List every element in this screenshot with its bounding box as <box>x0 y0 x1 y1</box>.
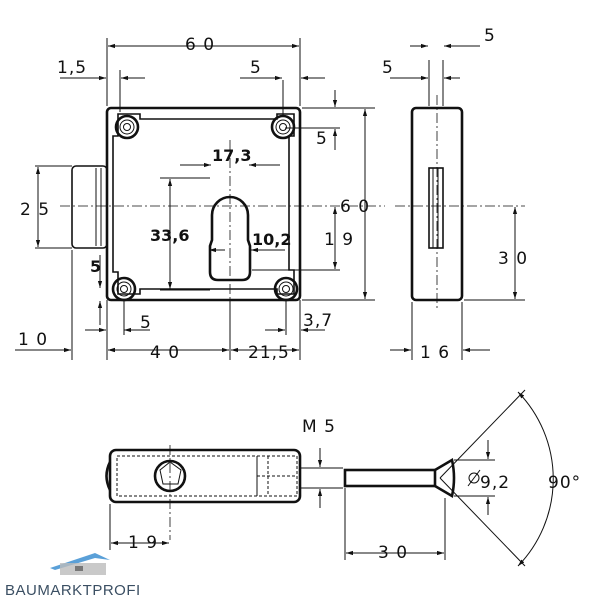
bottom-view: 1 9 <box>105 445 302 553</box>
screw-hole-top-left <box>114 114 140 140</box>
baumarktprofi-logo: BAUMARKTPROFI <box>5 553 141 599</box>
dim-height-60: 6 0 <box>340 197 370 217</box>
dim-5-side-right: 5 <box>484 26 496 46</box>
screw-hole-top-right <box>270 114 296 140</box>
dim-17-3: 17,3 <box>212 146 251 165</box>
dim-5-top: 5 <box>250 58 262 78</box>
side-view: 5 5 3 0 1 6 <box>382 26 528 363</box>
lock-body-outline <box>105 106 302 302</box>
latch-bolt <box>71 165 108 249</box>
dim-m5: M 5 <box>302 417 336 437</box>
dim-30-screw: 3 0 <box>378 543 408 563</box>
dim-21-5: 21,5 <box>248 343 290 363</box>
side-bolt-slot <box>428 167 444 249</box>
screw-view: M 5 9,2 90° 3 0 <box>300 389 581 567</box>
dim-33-6: 33,6 <box>150 226 189 245</box>
dim-19-vertical: 1 9 <box>324 230 354 250</box>
dim-16: 1 6 <box>420 343 450 363</box>
screw-hole-bottom-left <box>111 276 137 302</box>
dim-5-bottom: 5 <box>140 313 152 333</box>
dim-19-horizontal: 1 9 <box>128 533 158 553</box>
strike-body-outline <box>108 448 302 504</box>
screw-head <box>434 457 456 499</box>
dim-30-side: 3 0 <box>498 249 528 269</box>
lock-body-inner-frame <box>112 113 295 295</box>
dim-10: 1 0 <box>18 330 48 350</box>
dim-40: 4 0 <box>150 343 180 363</box>
dim-1-5: 1,5 <box>57 58 87 78</box>
dim-diameter-9-2: 9,2 <box>480 473 510 493</box>
dim-25: 2 5 <box>20 200 50 220</box>
front-view: 6 0 1,5 5 5 6 0 2 5 17,3 33,6 10,2 1 9 5… <box>15 35 385 363</box>
dim-5-right: 5 <box>316 129 328 149</box>
dim-5-side-left: 5 <box>382 58 394 78</box>
dim-3-7: 3,7 <box>303 311 333 331</box>
cylinder-keyhole <box>208 195 252 282</box>
dim-5-left: 5 <box>90 257 101 276</box>
screw-shank <box>343 468 437 488</box>
logo-text: BAUMARKTPROFI <box>5 582 141 599</box>
dim-90-degree: 90° <box>548 473 581 493</box>
dim-width-60: 6 0 <box>185 35 215 55</box>
dim-10-2: 10,2 <box>252 230 291 249</box>
